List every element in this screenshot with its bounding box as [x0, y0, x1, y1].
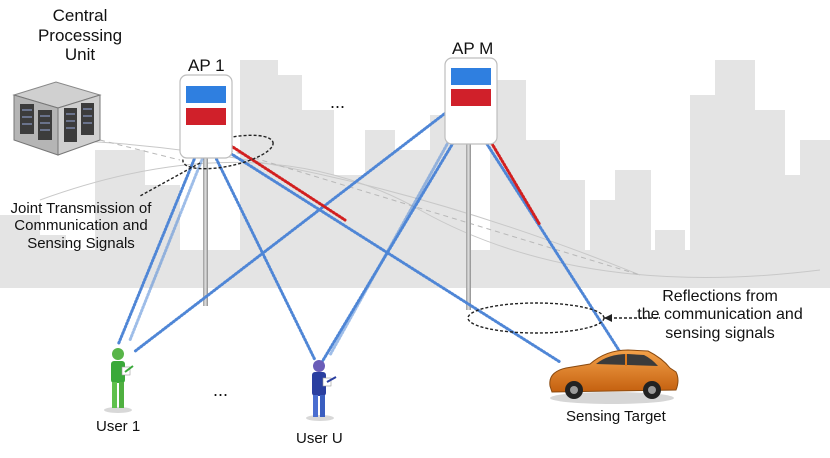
- server-rack-icon: [12, 81, 102, 156]
- reflections-arrowhead: [604, 314, 612, 322]
- joint-transmission-label: Joint Transmission of Communication and …: [10, 200, 152, 252]
- link-ap1-user1: [116, 148, 200, 347]
- joint-transmission-pointer: [139, 162, 201, 197]
- ap1-label: AP 1: [188, 56, 225, 75]
- sensing-ap1: [220, 138, 347, 222]
- communication-links: [116, 106, 624, 364]
- cpu-label: Central Processing Unit: [37, 6, 123, 65]
- link-apm-target: [476, 128, 624, 357]
- link-apm-userU-b: [328, 128, 457, 357]
- background-curves: [39, 139, 821, 278]
- user-ellipsis: ...: [213, 380, 229, 400]
- apm-label: AP M: [452, 39, 494, 58]
- link-ap1-target: [220, 146, 562, 364]
- ap-ellipsis: ...: [330, 92, 346, 112]
- link-apm-user1: [132, 106, 454, 354]
- backhaul-link: [99, 139, 641, 276]
- user1-label: User 1: [96, 418, 141, 435]
- apm-pole: [466, 142, 471, 310]
- link-ap1-userU: [210, 148, 317, 362]
- apm-access-point-icon: [444, 57, 498, 145]
- reflections-label: Reflections from the communication and s…: [637, 288, 803, 342]
- userU-person-icon: [306, 360, 337, 421]
- city-skyline-background: [0, 60, 830, 288]
- car-icon: [549, 349, 679, 404]
- user1-person-icon: [104, 348, 134, 413]
- ap1-pole: [203, 158, 208, 306]
- userU-label: User U: [296, 430, 343, 447]
- ap1-access-point-icon: [179, 74, 233, 159]
- sensing-target-label: Sensing Target: [566, 408, 666, 425]
- link-ap1-user1-b: [128, 150, 207, 342]
